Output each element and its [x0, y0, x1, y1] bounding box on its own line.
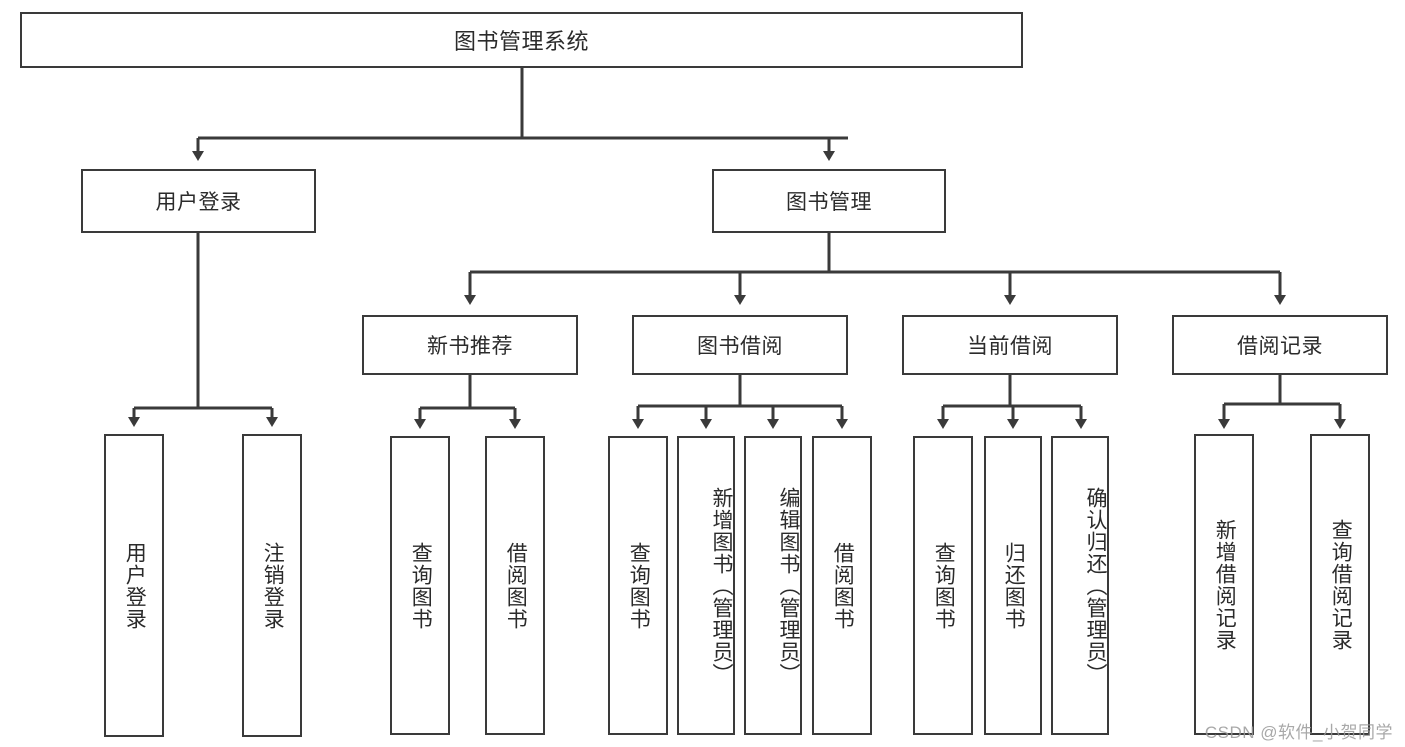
node-cb-confirm-return[interactable]: 确认归还（管理员）: [1051, 436, 1109, 735]
node-bb-borrow-book-label: 借阅图书: [831, 541, 855, 630]
node-current-borrow-label: 当前借阅: [967, 335, 1053, 358]
node-borrow-record[interactable]: 借阅记录: [1172, 315, 1388, 375]
node-leaf-user-logout-label: 注销登录: [261, 541, 285, 630]
node-book-management[interactable]: 图书管理: [712, 169, 946, 233]
node-nbr-query-book-label: 查询图书: [409, 541, 433, 630]
node-bb-edit-book[interactable]: 编辑图书（管理员）: [744, 436, 802, 735]
node-leaf-user-login-label: 用户登录: [123, 541, 147, 630]
csdn-watermark: CSDN @软件_小贺同学: [1204, 723, 1393, 742]
node-current-borrow[interactable]: 当前借阅: [902, 315, 1118, 375]
node-leaf-user-logout[interactable]: 注销登录: [242, 434, 302, 737]
node-borrow-record-label: 借阅记录: [1237, 335, 1323, 358]
node-bb-add-book[interactable]: 新增图书（管理员）: [677, 436, 735, 735]
node-leaf-user-login[interactable]: 用户登录: [104, 434, 164, 737]
node-bb-add-book-label: 新增图书（管理员）: [710, 486, 733, 685]
node-nbr-query-book[interactable]: 查询图书: [390, 436, 450, 735]
node-bb-query-book[interactable]: 查询图书: [608, 436, 668, 735]
node-bb-edit-book-label: 编辑图书（管理员）: [777, 486, 800, 685]
node-br-query-record[interactable]: 查询借阅记录: [1310, 434, 1370, 735]
node-bb-borrow-book[interactable]: 借阅图书: [812, 436, 872, 735]
node-br-add-record-label: 新增借阅记录: [1213, 518, 1237, 651]
node-book-borrow[interactable]: 图书借阅: [632, 315, 848, 375]
node-cb-confirm-return-label: 确认归还（管理员）: [1084, 486, 1107, 685]
node-nbr-borrow-book-label: 借阅图书: [504, 541, 528, 630]
node-cb-query-book[interactable]: 查询图书: [913, 436, 973, 735]
node-br-add-record[interactable]: 新增借阅记录: [1194, 434, 1254, 735]
node-root[interactable]: 图书管理系统: [20, 12, 1023, 68]
node-cb-return-book[interactable]: 归还图书: [984, 436, 1042, 735]
node-book-borrow-label: 图书借阅: [697, 335, 783, 358]
node-bb-query-book-label: 查询图书: [627, 541, 651, 630]
node-user-login-label: 用户登录: [155, 191, 242, 214]
node-root-label: 图书管理系统: [453, 29, 589, 54]
node-br-query-record-label: 查询借阅记录: [1329, 518, 1353, 651]
node-cb-return-book-label: 归还图书: [1002, 541, 1026, 630]
node-book-management-label: 图书管理: [786, 191, 872, 214]
node-new-book-recommend[interactable]: 新书推荐: [362, 315, 578, 375]
node-new-book-recommend-label: 新书推荐: [427, 335, 513, 358]
node-cb-query-book-label: 查询图书: [932, 541, 956, 630]
node-nbr-borrow-book[interactable]: 借阅图书: [485, 436, 545, 735]
node-user-login[interactable]: 用户登录: [81, 169, 316, 233]
